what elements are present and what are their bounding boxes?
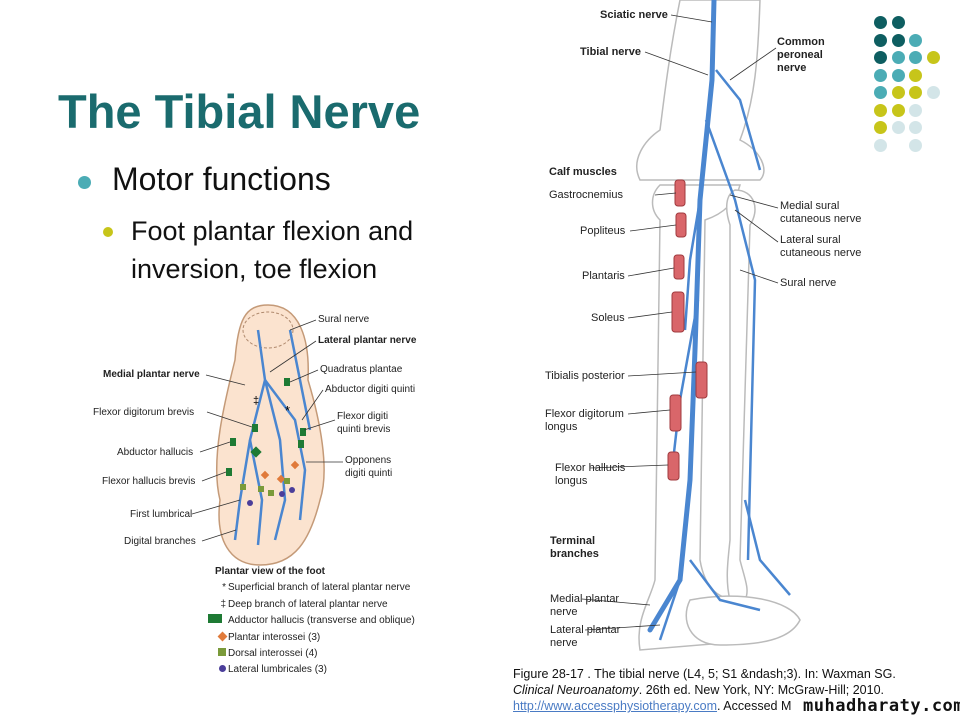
- decorative-dot: [891, 33, 905, 47]
- decorative-dot: [909, 121, 922, 134]
- label-lateral-plantar-nerve: Lateral plantar nerve: [550, 624, 621, 649]
- purple-circle-icon: [219, 665, 226, 672]
- label-flexor-hallucis-brevis: Flexor hallucis brevis: [102, 476, 196, 487]
- label-terminal-branches: Terminal branches: [550, 535, 599, 560]
- label-foot-lateral-plantar-nerve: Lateral plantar nerve: [318, 335, 417, 346]
- label-sural-nerve: Sural nerve: [780, 277, 837, 289]
- label-flexor-digitorum-longus: Flexor digitorum longus: [545, 408, 624, 433]
- decorative-dot: [874, 86, 887, 99]
- decorative-dot: [909, 51, 922, 64]
- decorative-dot: [874, 68, 887, 82]
- source-link[interactable]: http://www.accessphysiotherapy.com: [513, 699, 718, 713]
- double-dagger-icon: ‡: [220, 599, 226, 610]
- label-soleus: Soleus: [591, 312, 625, 324]
- label-flexor-digiti-quinti-brevis: Flexor digiti quinti brevis: [337, 411, 391, 435]
- decorative-dot: [874, 103, 887, 117]
- decorative-dot: [874, 33, 887, 47]
- label-calf-muscles: Calf muscles: [549, 166, 617, 178]
- decorative-dot: [909, 103, 922, 117]
- label-foot-medial-plantar-nerve: Medial plantar nerve: [103, 369, 200, 380]
- decorative-dot: [891, 121, 905, 134]
- caption-line-2: Clinical Neuroanatomy. 26th ed. New York…: [513, 683, 885, 697]
- decorative-dot: [891, 103, 905, 117]
- label-flexor-hallucis-longus: Flexor hallucis longus: [555, 462, 626, 487]
- label-abductor-digiti-quinti: Abductor digiti quinti: [325, 384, 416, 395]
- label-tibialis-posterior: Tibialis posterior: [545, 370, 625, 382]
- decorative-dot: [926, 86, 940, 99]
- label-flexor-digitorum-brevis: Flexor digitorum brevis: [93, 407, 195, 418]
- decorative-dot: [909, 138, 922, 152]
- label-first-lumbrical: First lumbrical: [130, 509, 193, 520]
- label-medial-plantar-nerve: Medial plantar nerve: [550, 593, 620, 618]
- label-common-peroneal-nerve: Common peroneal nerve: [777, 36, 825, 74]
- legend-item: Dorsal interossei (4): [200, 647, 317, 660]
- bullet-motor-functions: Motor functions: [112, 161, 331, 197]
- decorative-dot: [891, 51, 905, 64]
- legend-item: Lateral lumbricales (3): [200, 663, 327, 676]
- label-sciatic-nerve: Sciatic nerve: [600, 9, 668, 21]
- label-abductor-hallucis: Abductor hallucis: [117, 447, 194, 458]
- decorative-dot: [874, 16, 887, 29]
- decorative-dot: [891, 16, 905, 29]
- label-opponens-digiti-quinti: Opponens digiti quinti: [345, 455, 393, 479]
- label-gastrocnemius: Gastrocnemius: [549, 189, 623, 201]
- caption-line-3: http://www.accessphysiotherapy.com. Acce…: [513, 699, 792, 713]
- legend-item: ‡Deep branch of lateral plantar nerve: [200, 598, 387, 611]
- slide-title: The Tibial Nerve: [58, 85, 421, 138]
- star-icon: *: [222, 582, 226, 593]
- sub-bullet-text: Foot plantar flexion and inversion, toe …: [131, 216, 414, 284]
- label-foot-sural-nerve: Sural nerve: [318, 314, 370, 325]
- decorative-dot: [874, 51, 887, 64]
- green-squares-icon: [200, 614, 222, 623]
- decorative-dot: [891, 86, 905, 99]
- sub-bullet-icon: [103, 227, 113, 237]
- bullet-icon: [78, 176, 91, 189]
- olive-square-icon: [218, 648, 226, 656]
- legend-title: Plantar view of the foot: [215, 566, 326, 577]
- label-medial-sural-cutaneous-nerve: Medial sural cutaneous nerve: [780, 200, 862, 225]
- decorative-dot: [909, 86, 922, 99]
- legend-item: Adductor hallucis (transverse and obliqu…: [200, 614, 415, 627]
- decorative-dot: [874, 138, 887, 152]
- label-plantaris: Plantaris: [582, 270, 625, 282]
- caption-line-1: Figure 28-17 . The tibial nerve (L4, 5; …: [513, 667, 896, 681]
- decorative-dot: [909, 68, 922, 82]
- label-lateral-sural-cutaneous-nerve: Lateral sural cutaneous nerve: [780, 234, 862, 259]
- orange-diamond-icon: [217, 631, 228, 642]
- label-tibial-nerve: Tibial nerve: [580, 46, 641, 58]
- label-quadratus-plantae: Quadratus plantae: [320, 364, 403, 375]
- decorative-dot: [874, 121, 887, 134]
- figure-caption: Figure 28-17 . The tibial nerve (L4, 5; …: [513, 666, 896, 714]
- decorative-dot: [926, 51, 940, 64]
- legend-item: Plantar interossei (3): [200, 631, 320, 644]
- watermark-logo: muhadharaty.com: [803, 696, 960, 716]
- label-digital-branches: Digital branches: [124, 536, 196, 547]
- decorative-dot: [891, 68, 905, 82]
- deep-branch-marker: ‡: [253, 395, 259, 407]
- legend-item: *Superficial branch of lateral plantar n…: [200, 581, 410, 594]
- decorative-dot: [909, 33, 922, 47]
- book-title: Clinical Neuroanatomy: [513, 683, 639, 697]
- superficial-branch-marker: *: [285, 403, 290, 418]
- label-popliteus: Popliteus: [580, 225, 626, 237]
